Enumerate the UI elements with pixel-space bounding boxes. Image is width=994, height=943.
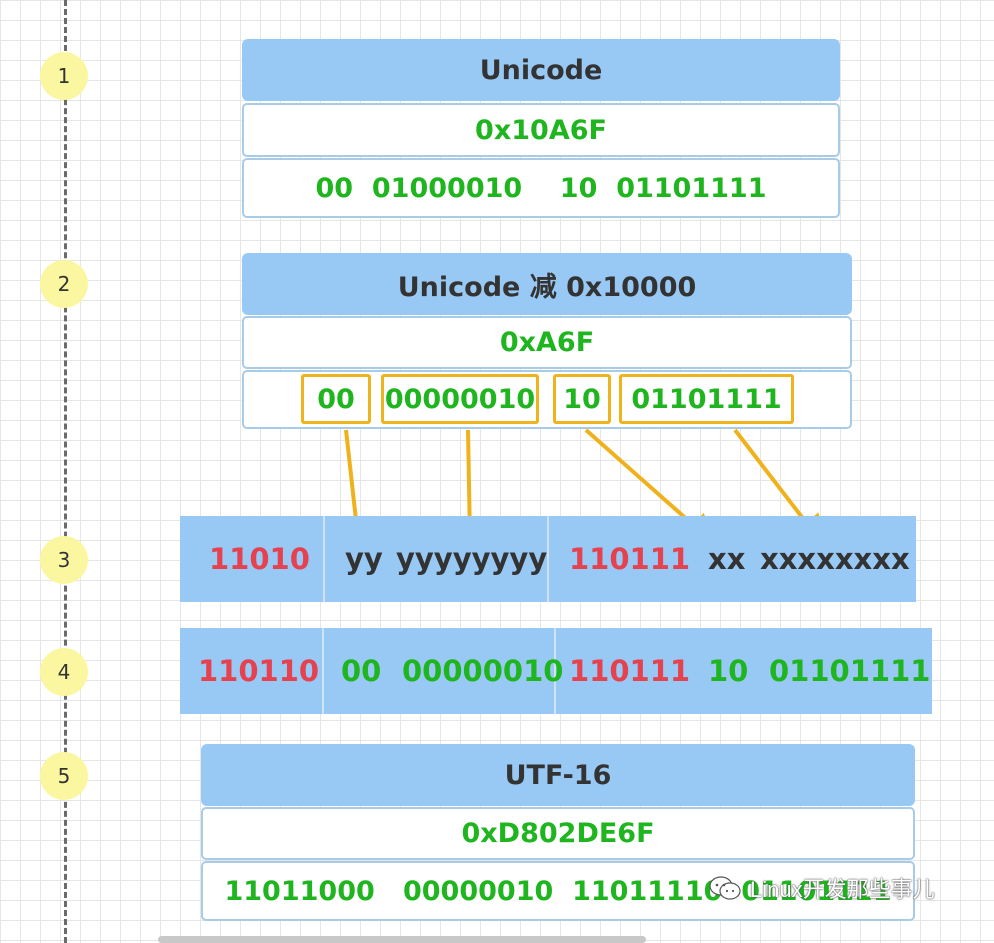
band3-high-prefix: 11010: [209, 542, 310, 576]
watermark-text: Linux开发那些事儿: [750, 877, 935, 902]
band3-low-x2: xxxxxxxx: [760, 542, 910, 576]
block2-hex-row: 0xA6F: [242, 316, 852, 369]
band4-low-prefix: 110111: [569, 654, 691, 688]
block1-bits-3: 01101111: [616, 172, 767, 204]
band4-low-b2: 01101111: [769, 654, 931, 688]
step-4-badge: 4: [40, 648, 88, 696]
block1-bits-1: 01000010: [371, 172, 523, 204]
step-3-badge: 3: [40, 536, 88, 584]
block2-bits-1-highlight: 00000010: [381, 374, 539, 424]
block5-hex-row: 0xD802DE6F: [201, 807, 915, 860]
step-1-badge: 1: [40, 52, 88, 100]
block1-bits-0: 00: [315, 172, 354, 204]
band3-high-y2: yyyyyyyy: [396, 542, 548, 576]
step-2-badge: 2: [40, 260, 88, 308]
block5-bits-2: 11011110: [572, 875, 723, 907]
block5-bits-row: 11011000 00000010 11011110 01101111: [201, 861, 915, 921]
block5-bits-3: 01101111: [741, 875, 892, 907]
band4-high-prefix: 110110: [198, 654, 320, 688]
step-5-badge: 5: [40, 752, 88, 800]
band4: [180, 628, 932, 714]
block1-header: Unicode: [242, 39, 840, 101]
block5-bits-1: 00000010: [402, 875, 554, 907]
band4-high-b2: 00000010: [402, 654, 564, 688]
band4-low-b1: 10: [708, 654, 749, 688]
band3: [180, 516, 916, 602]
block1-bits-row: 00 01000010 10 01101111: [242, 158, 840, 218]
block2-header: Unicode 减 0x10000: [242, 253, 852, 315]
band3-low-prefix: 110111: [569, 542, 691, 576]
block2-bits-2-highlight: 10: [553, 374, 611, 424]
watermark: Linux开发那些事儿: [708, 872, 935, 904]
block1-bits-2: 10: [559, 172, 598, 204]
band3-high-y1: yy: [345, 542, 383, 576]
timeline-dashed-line: [64, 0, 67, 943]
band4-high-b1: 00: [341, 654, 382, 688]
block5-header: UTF-16: [201, 744, 915, 806]
horizontal-scrollbar[interactable]: [158, 936, 646, 943]
block2-bits-row: [242, 370, 852, 429]
block2-bits-0-highlight: 00: [301, 374, 371, 424]
block2-bits-3-highlight: 01101111: [619, 374, 794, 424]
block1-hex-row: 0x10A6F: [242, 103, 840, 157]
chat-bubbles-icon: [709, 876, 741, 900]
block5-bits-0: 11011000: [224, 875, 375, 907]
band3-low-x1: xx: [708, 542, 746, 576]
